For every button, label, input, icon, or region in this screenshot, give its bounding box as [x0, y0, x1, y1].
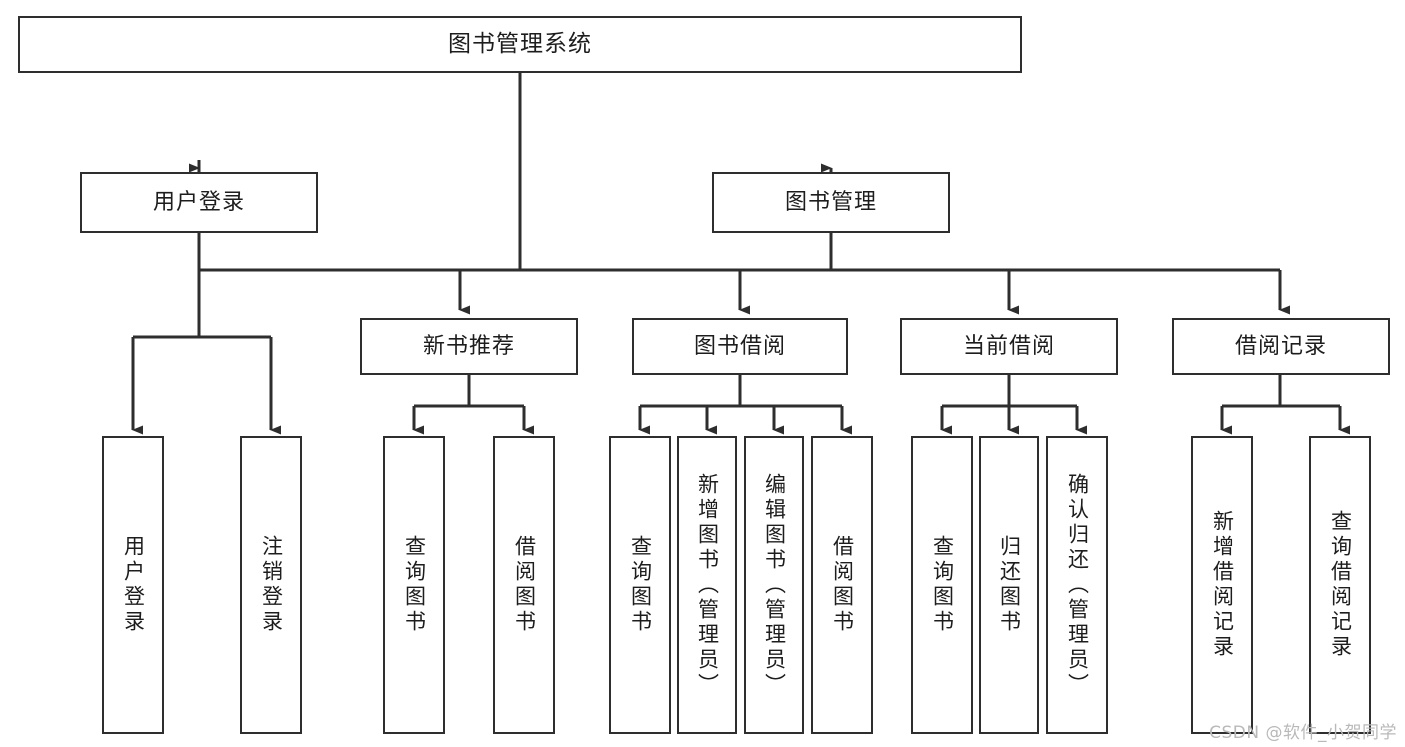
- node-new-book-recommend[interactable]: 新书推荐: [360, 318, 578, 375]
- node-book-management[interactable]: 图书管理: [712, 172, 950, 233]
- leaf-query-borrow-record[interactable]: 查询借阅记录: [1309, 436, 1371, 734]
- leaf-edit-book-admin[interactable]: 编辑图书（管理员）: [744, 436, 804, 734]
- leaf-query-book-borrow[interactable]: 查询图书: [609, 436, 671, 734]
- node-label: 借阅图书: [830, 535, 855, 635]
- node-book-borrow[interactable]: 图书借阅: [632, 318, 848, 375]
- leaf-query-book-current[interactable]: 查询图书: [911, 436, 973, 734]
- node-label: 图书管理: [784, 189, 877, 215]
- leaf-add-book-admin[interactable]: 新增图书（管理员）: [677, 436, 737, 734]
- leaf-return-book[interactable]: 归还图书: [979, 436, 1039, 734]
- node-label: 注销登录: [259, 535, 284, 635]
- node-user-login[interactable]: 用户登录: [80, 172, 318, 233]
- node-label: 查询图书: [402, 535, 427, 635]
- leaf-query-book-recommend[interactable]: 查询图书: [383, 436, 445, 734]
- node-label: 归还图书: [997, 535, 1022, 635]
- leaf-logout[interactable]: 注销登录: [240, 436, 302, 734]
- node-label: 用户登录: [121, 535, 146, 635]
- node-borrow-record[interactable]: 借阅记录: [1172, 318, 1390, 375]
- node-label: 图书管理系统: [448, 31, 592, 58]
- node-label: 新增借阅记录: [1210, 510, 1235, 660]
- node-label: 查询借阅记录: [1328, 510, 1353, 660]
- node-label: 借阅记录: [1234, 333, 1327, 359]
- leaf-borrow-book-recommend[interactable]: 借阅图书: [493, 436, 555, 734]
- node-label: 新增图书（管理员）: [695, 472, 720, 698]
- node-label: 查询图书: [930, 535, 955, 635]
- leaf-confirm-return-admin[interactable]: 确认归还（管理员）: [1046, 436, 1108, 734]
- node-label: 用户登录: [152, 189, 245, 215]
- leaf-add-borrow-record[interactable]: 新增借阅记录: [1191, 436, 1253, 734]
- leaf-user-login[interactable]: 用户登录: [102, 436, 164, 734]
- node-root-system[interactable]: 图书管理系统: [18, 16, 1022, 73]
- node-label: 编辑图书（管理员）: [762, 472, 787, 698]
- leaf-borrow-book[interactable]: 借阅图书: [811, 436, 873, 734]
- node-label: 新书推荐: [422, 333, 515, 359]
- node-label: 当前借阅: [962, 333, 1055, 359]
- node-label: 确认归还（管理员）: [1065, 472, 1090, 698]
- node-label: 图书借阅: [693, 333, 786, 359]
- node-label: 借阅图书: [512, 535, 537, 635]
- node-label: 查询图书: [628, 535, 653, 635]
- node-current-borrow[interactable]: 当前借阅: [900, 318, 1118, 375]
